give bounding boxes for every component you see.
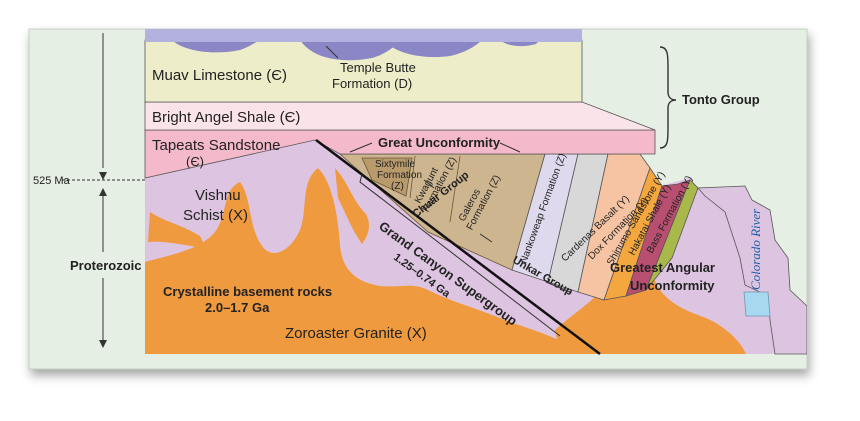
- fault-line: [315, 139, 601, 355]
- axis-arrowhead-bottom: [99, 172, 107, 180]
- temple-butte-channels: [172, 40, 540, 61]
- great-unconformity-label: Great Unconformity: [378, 135, 501, 150]
- vishnu-label-1: Vishnu: [195, 187, 241, 204]
- bass-band: [645, 179, 699, 291]
- eon-label: Proterozoic: [70, 258, 142, 273]
- age-marker-525: 525 Ma: [33, 175, 71, 187]
- sixtymile-label-3: (Z): [391, 181, 404, 192]
- tapeats-label-1: Tapeats Sandstone: [152, 137, 280, 154]
- chuar-stripe-galeros: [449, 155, 461, 223]
- greatest-unconformity-label-1: Greatest Angular: [610, 260, 715, 275]
- axis-arrowhead-up: [99, 188, 107, 196]
- temple-butte-label-2: Formation (D): [332, 76, 412, 91]
- zoroaster-granite: [145, 168, 580, 354]
- tapeats-label-2: (Є): [186, 154, 204, 169]
- chuar-stripe-kwagunt: [409, 155, 416, 199]
- river-water: [743, 291, 771, 317]
- bright-angel-label: Bright Angel Shale (Є): [152, 109, 300, 126]
- temple-butte-label-1: Temple Butte: [340, 60, 416, 75]
- sixtymile-label-1: Sixtymile: [375, 159, 415, 170]
- temple-butte-pointer: [325, 45, 339, 59]
- vishnu-label-2: Schist (X): [183, 207, 248, 224]
- sixtymile-label-2: Formation: [377, 170, 422, 181]
- greatest-unconformity-label-2: Unconformity: [630, 278, 715, 293]
- granite-arm-left: [148, 212, 206, 248]
- granite-arm-center: [335, 168, 369, 244]
- axis-arrowhead-end: [99, 340, 107, 348]
- great-unconformity-pointer-right: [499, 142, 521, 153]
- crystalline-label-1: Crystalline basement rocks: [163, 284, 332, 299]
- colorado-river-label: Colorado River: [748, 208, 763, 290]
- unkar-arrow: [545, 281, 571, 293]
- tonto-bracket: [659, 46, 677, 149]
- sixtymile-formation: [361, 157, 413, 197]
- chuar-arrow-top: [423, 179, 435, 189]
- tonto-group-label: Tonto Group: [682, 92, 760, 107]
- granite-right: [555, 230, 746, 354]
- muav-limestone-label: Muav Limestone (Є): [152, 67, 287, 84]
- upper-layer: [145, 29, 582, 42]
- chuar-arrow-bottom: [479, 233, 493, 243]
- great-unconformity-pointer-left: [349, 142, 373, 153]
- zoroaster-label: Zoroaster Granite (X): [285, 325, 427, 342]
- crystalline-label-2: 2.0–1.7 Ga: [205, 300, 270, 315]
- canyon-wall: [697, 185, 807, 355]
- supergroup-bracket: [359, 173, 561, 337]
